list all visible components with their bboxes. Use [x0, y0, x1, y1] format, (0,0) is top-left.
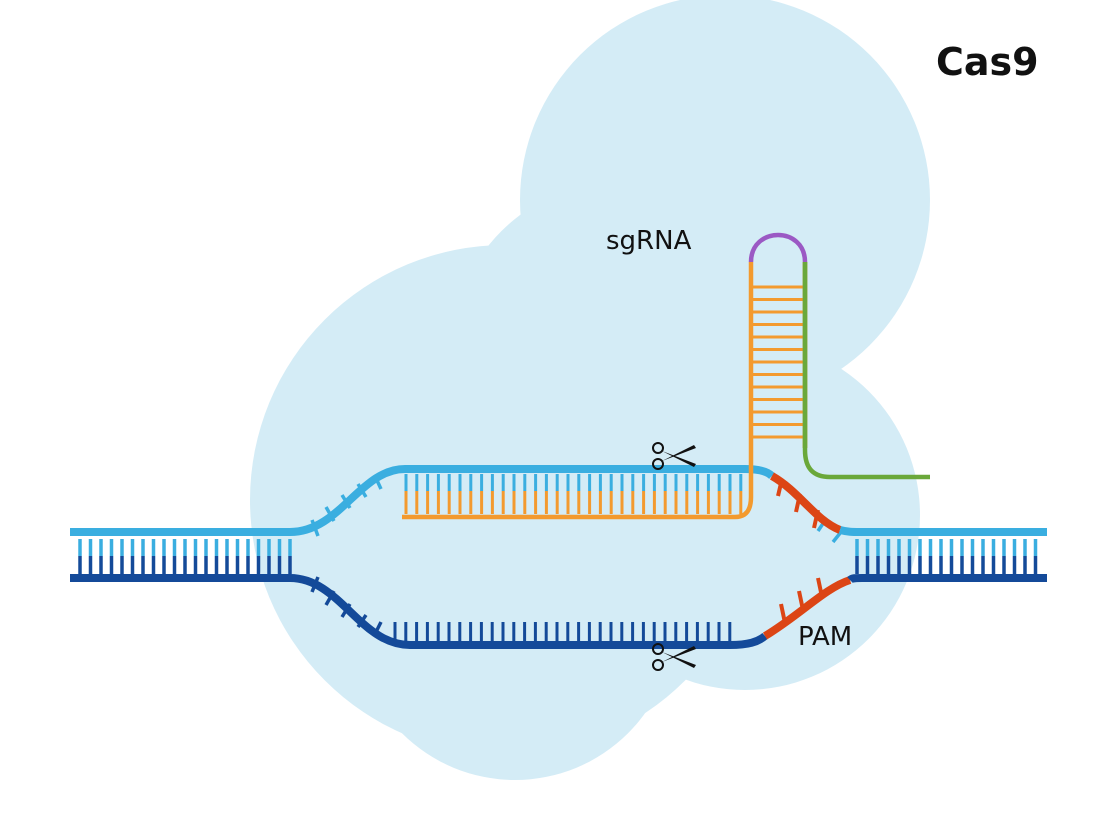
sgrna-label: sgRNA — [606, 226, 692, 256]
dna-bottom-strand — [70, 574, 768, 649]
scissors-blade — [662, 451, 696, 467]
protein-lobe — [260, 325, 650, 715]
dna-strands — [70, 465, 1047, 649]
pam-segment-top — [769, 472, 842, 534]
cas9-protein-shape — [250, 0, 930, 780]
cut-sites — [652, 442, 696, 671]
hairpin-loop — [748, 232, 808, 263]
scissors-blade — [662, 445, 696, 461]
scissors-icon — [652, 643, 696, 671]
scissors-handle — [652, 659, 664, 671]
dna-bottom-strand — [847, 574, 1047, 584]
dna-top-strand — [70, 465, 775, 536]
sgrna-structure — [402, 232, 930, 520]
scissors-blade — [662, 646, 696, 662]
scissors-icon — [652, 442, 696, 470]
pam-segment-bottom — [762, 576, 852, 640]
dna-top-strand — [839, 526, 1047, 536]
scissors-blade — [662, 652, 696, 668]
base-pair-rungs — [78, 285, 1038, 641]
diagram-title: Cas9 — [936, 40, 1039, 84]
pam-label: PAM — [798, 622, 853, 652]
protein-lobe — [520, 0, 930, 405]
scaffold-tail — [802, 262, 930, 480]
scissors-handle — [652, 643, 664, 655]
scissors-handle — [652, 458, 664, 470]
guide-rna-strand — [402, 262, 754, 520]
scissors-handle — [652, 442, 664, 454]
